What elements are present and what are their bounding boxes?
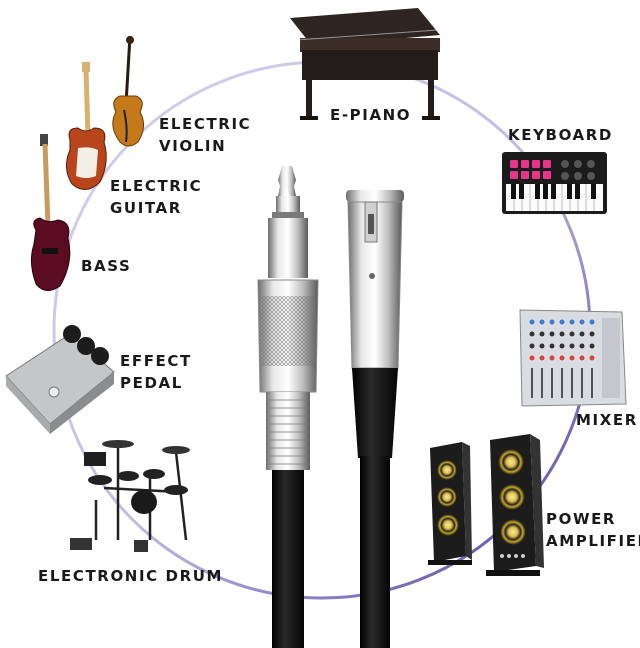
keyboard-image [502, 152, 607, 214]
mixer-image [519, 309, 627, 407]
quarter-inch-plug-image [257, 166, 319, 648]
electric-guitar-image [66, 62, 107, 190]
e-piano-image [290, 8, 440, 120]
electronic-drum-image [70, 440, 190, 552]
label-line: AMPLIFIER [546, 532, 640, 550]
label-mixer: MIXER [576, 411, 638, 429]
label-line: GUITAR [110, 199, 182, 217]
label-line: ELECTRIC [110, 177, 203, 195]
label-line: ELECTRIC [159, 115, 252, 133]
bass-image [30, 134, 71, 291]
label-electric-guitar: ELECTRIC GUITAR [110, 175, 202, 219]
label-e-piano: E-PIANO [330, 106, 412, 124]
xlr-female-connector-image [346, 190, 404, 648]
label-electric-violin: ELECTRIC VIOLIN [159, 113, 251, 157]
label-power-amplifier: POWER AMPLIFIER [546, 508, 640, 552]
label-electronic-drum: ELECTRONIC DRUM [38, 567, 224, 585]
effect-pedal-image [5, 325, 115, 434]
label-line: VIOLIN [159, 137, 227, 155]
label-line: POWER [546, 510, 617, 528]
label-line: PEDAL [120, 374, 183, 392]
violin-image [112, 35, 144, 147]
label-keyboard: KEYBOARD [508, 126, 613, 144]
label-bass: BASS [81, 257, 132, 275]
speakers-image [428, 434, 544, 576]
label-effect-pedal: EFFECT PEDAL [120, 350, 192, 394]
label-line: EFFECT [120, 352, 192, 370]
